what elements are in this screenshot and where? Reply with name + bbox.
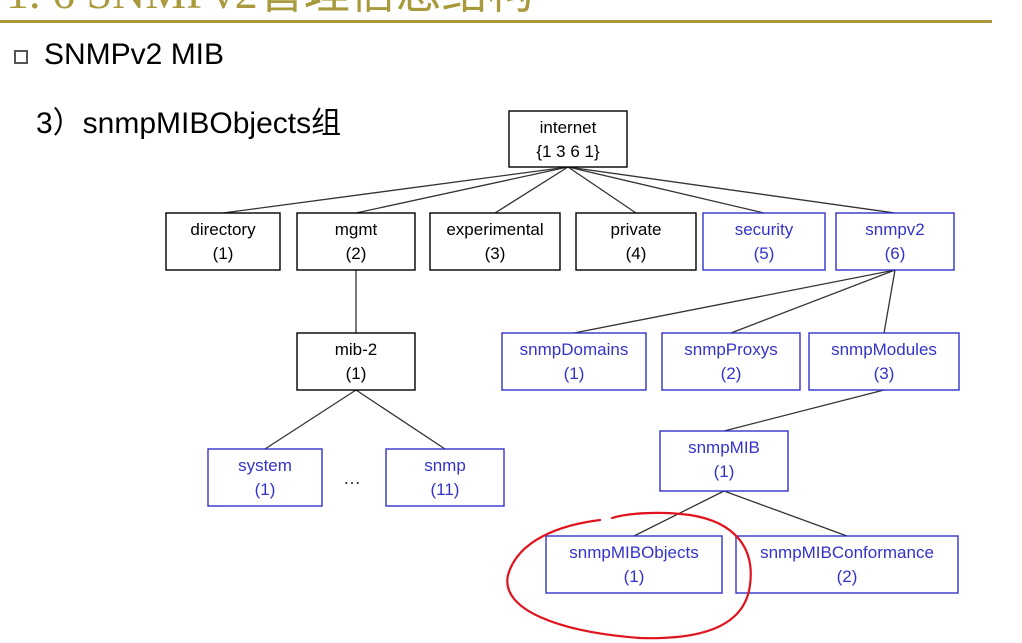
node-number: (3): [485, 244, 506, 263]
edge-internet-private: [567, 166, 637, 214]
node-name: experimental: [446, 220, 543, 239]
edge-snmpModules-snmpMIB: [723, 389, 885, 432]
edge-mib2-snmp: [355, 389, 446, 450]
node-box: [501, 332, 647, 391]
title-divider: [0, 20, 992, 23]
node-number: (3): [874, 364, 895, 383]
tree-node-system: system (1): [207, 448, 323, 507]
node-number: (6): [885, 244, 906, 263]
node-number: (11): [431, 480, 460, 499]
tree-node-snmpMIBObjects: snmpMIBObjects (1): [545, 535, 723, 594]
edge-snmpMIB-snmpMIBConformance: [723, 490, 848, 537]
node-name: mgmt: [335, 220, 378, 239]
node-number: (1): [346, 364, 367, 383]
tree-node-snmpMIB: snmpMIB (1): [659, 430, 789, 492]
node-name: snmpMIBObjects: [569, 543, 698, 562]
node-name: snmpDomains: [520, 340, 629, 359]
node-name: snmpv2: [865, 220, 925, 239]
edge-internet-experimental: [494, 166, 569, 214]
node-number: (1): [255, 480, 276, 499]
node-name: snmpProxys: [684, 340, 778, 359]
node-name: snmp: [424, 456, 466, 475]
tree-node-snmp: snmp (11): [385, 448, 505, 507]
subheading: 3）snmpMIBObjects组: [36, 107, 342, 140]
node-number: (1): [213, 244, 234, 263]
node-name: security: [735, 220, 794, 239]
tree-nodes: internet {1 3 6 1} directory (1) mgmt (2) expe…: [165, 110, 960, 594]
node-box: [735, 535, 959, 594]
node-number: (2): [837, 567, 858, 586]
edge-snmpv2-snmpModules: [883, 269, 896, 334]
tree-node-directory: directory (1): [165, 212, 281, 271]
node-box: [508, 110, 628, 168]
edge-internet-directory: [222, 166, 569, 214]
edge-internet-mgmt: [355, 166, 569, 214]
node-name: private: [610, 220, 661, 239]
node-box: [385, 448, 505, 507]
node-name: snmpMIBConformance: [760, 543, 934, 562]
node-box: [661, 332, 801, 391]
node-box: [659, 430, 789, 492]
tree-node-mib2: mib-2 (1): [296, 332, 416, 391]
tree-node-mgmt: mgmt (2): [296, 212, 416, 271]
node-box: [808, 332, 960, 391]
node-box: [545, 535, 723, 594]
node-box: [296, 212, 416, 271]
node-name: directory: [190, 220, 256, 239]
node-box: [575, 212, 697, 271]
node-number: (2): [346, 244, 367, 263]
node-number: (1): [624, 567, 645, 586]
tree-node-snmpModules: snmpModules (3): [808, 332, 960, 391]
edge-internet-security: [567, 166, 765, 214]
edge-snmpv2-snmpProxys: [730, 269, 896, 334]
node-number: (2): [721, 364, 742, 383]
tree-node-snmpv2: snmpv2 (6): [835, 212, 955, 271]
node-name: snmpMIB: [688, 438, 760, 457]
node-number: (1): [564, 364, 585, 383]
node-name: system: [238, 456, 292, 475]
tree-node-snmpProxys: snmpProxys (2): [661, 332, 801, 391]
red-circle-annotation: [506, 511, 752, 640]
edge-internet-snmpv2: [567, 166, 896, 214]
node-box: [702, 212, 826, 271]
edge-snmpv2-snmpDomains: [573, 269, 896, 334]
node-number: {1 3 6 1}: [536, 142, 600, 161]
node-box: [296, 332, 416, 391]
tree-node-snmpDomains: snmpDomains (1): [501, 332, 647, 391]
node-number: (4): [626, 244, 647, 263]
tree-node-private: private (4): [575, 212, 697, 271]
tree-node-snmpMIBConformance: snmpMIBConformance (2): [735, 535, 959, 594]
node-box: [835, 212, 955, 271]
node-number: (1): [714, 462, 735, 481]
tree-node-security: security (5): [702, 212, 826, 271]
slide-title: 1. 6 SNMPv2管理信息结构: [0, 0, 1022, 20]
tree-node-experimental: experimental (3): [429, 212, 561, 271]
node-name: snmpModules: [831, 340, 937, 359]
square-bullet-icon: [14, 50, 28, 64]
node-name: internet: [540, 118, 597, 137]
node-number: (5): [754, 244, 775, 263]
tree-node-internet: internet {1 3 6 1}: [508, 110, 628, 168]
node-box: [165, 212, 281, 271]
node-box: [429, 212, 561, 271]
node-name: mib-2: [335, 340, 378, 359]
bullet-item: SNMPv2 MIB: [14, 38, 224, 72]
ellipsis-text: …: [343, 468, 361, 488]
edge-mib2-system: [264, 389, 357, 450]
bullet-text: SNMPv2 MIB: [44, 38, 225, 71]
node-box: [207, 448, 323, 507]
